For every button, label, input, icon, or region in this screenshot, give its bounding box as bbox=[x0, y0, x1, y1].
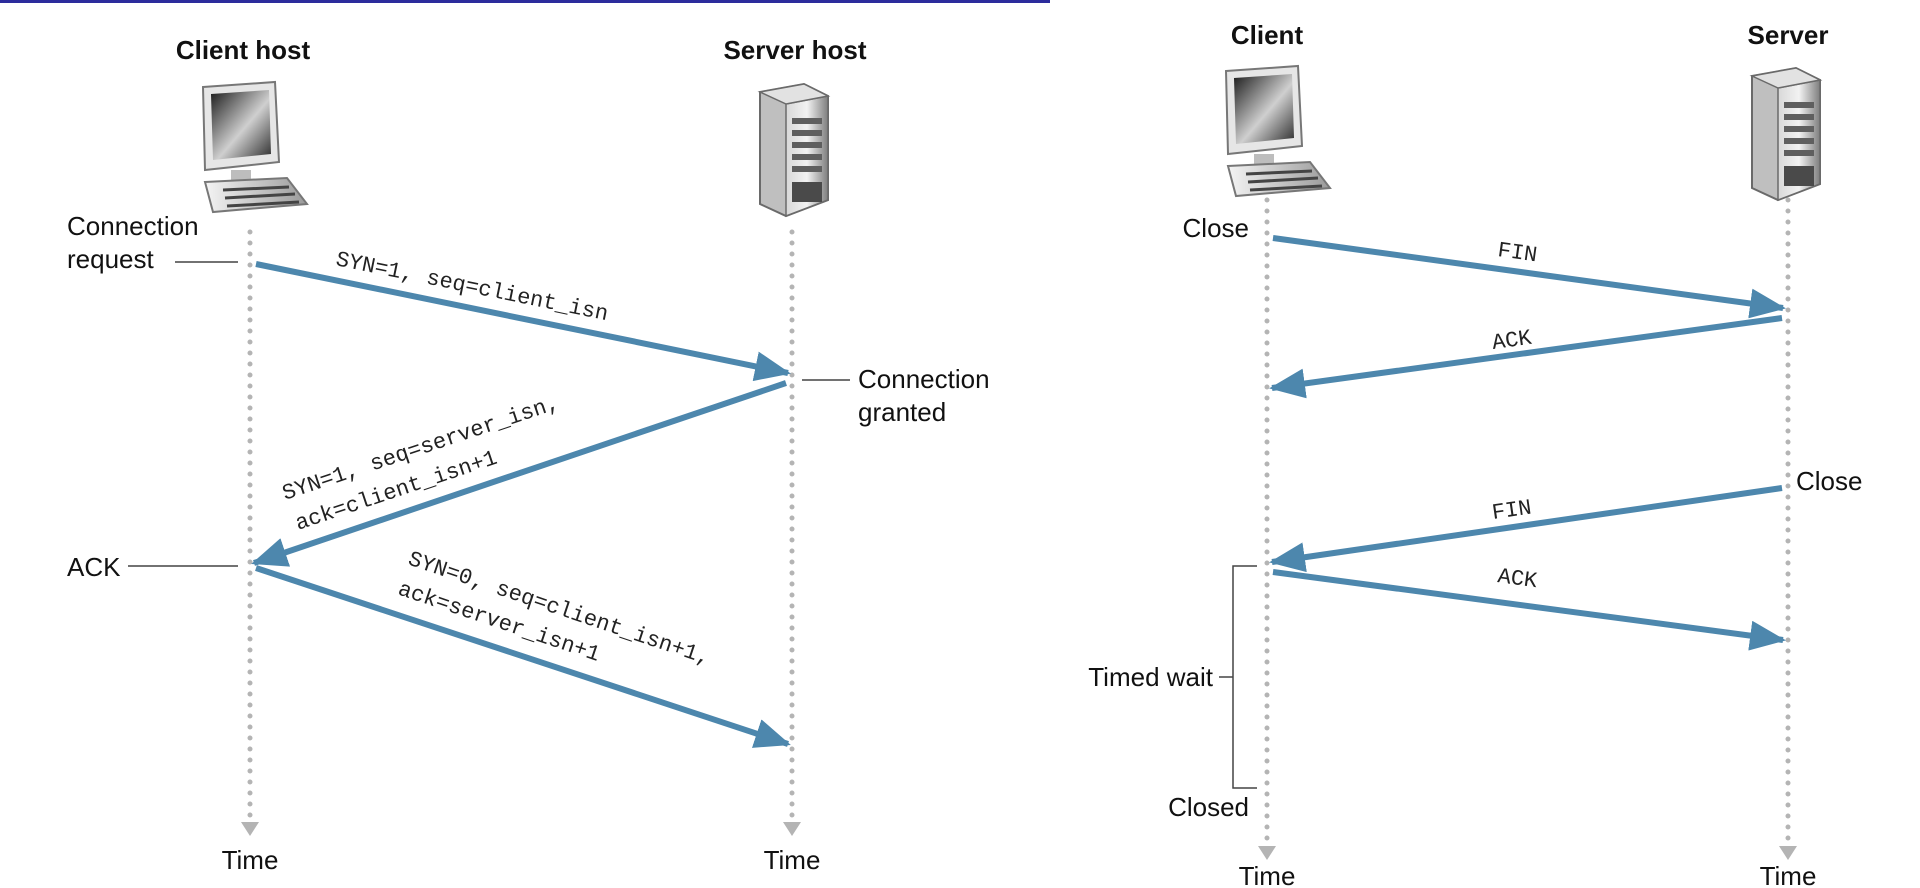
client-time-label: Time bbox=[1239, 861, 1296, 888]
client-host-title: Client host bbox=[176, 35, 311, 65]
server-close-label: Close bbox=[1796, 466, 1862, 496]
ack-arrow-2 bbox=[1272, 569, 1786, 651]
computer-icon bbox=[201, 80, 309, 214]
server-tower-icon bbox=[1749, 66, 1823, 202]
handshake-diagram: Client host Server host bbox=[67, 35, 990, 875]
client-time-label: Time bbox=[222, 845, 279, 875]
server-time-arrow bbox=[783, 822, 801, 836]
server-time-label: Time bbox=[1760, 861, 1817, 888]
client-title: Client bbox=[1231, 20, 1304, 50]
connection-request-label-line2: request bbox=[67, 244, 154, 274]
server-title: Server bbox=[1748, 20, 1829, 50]
server-tower-icon bbox=[757, 82, 831, 218]
ack-side-label: ACK bbox=[67, 552, 121, 582]
client-time-arrow bbox=[241, 822, 259, 836]
close-diagram: Client Server Time bbox=[1088, 20, 1862, 888]
ack-label-1: ACK bbox=[1491, 326, 1534, 356]
ack-label-2: ACK bbox=[1496, 564, 1539, 594]
client-time-arrow bbox=[1258, 846, 1276, 860]
connection-request-label-line1: Connection bbox=[67, 211, 199, 241]
fin-label-1: FIN bbox=[1496, 238, 1539, 268]
server-time-label: Time bbox=[764, 845, 821, 875]
header-rule bbox=[0, 0, 1050, 3]
connection-granted-label-line1: Connection bbox=[858, 364, 990, 394]
connection-granted-label-line2: granted bbox=[858, 397, 946, 427]
syn-arrow bbox=[255, 261, 791, 382]
ack-arrow-1 bbox=[1269, 315, 1783, 399]
synack-arrow bbox=[251, 380, 787, 567]
server-time-arrow bbox=[1779, 846, 1797, 860]
ack-arrow bbox=[255, 565, 791, 748]
fin-label-2: FIN bbox=[1490, 496, 1533, 526]
fin-arrow-1 bbox=[1272, 235, 1786, 319]
computer-icon bbox=[1224, 64, 1332, 198]
timed-wait-bracket bbox=[1232, 565, 1257, 789]
server-host-title: Server host bbox=[723, 35, 866, 65]
client-close-label: Close bbox=[1183, 213, 1249, 243]
closed-label: Closed bbox=[1168, 792, 1249, 822]
timed-wait-label: Timed wait bbox=[1088, 662, 1214, 692]
fin-arrow-2 bbox=[1269, 485, 1783, 573]
